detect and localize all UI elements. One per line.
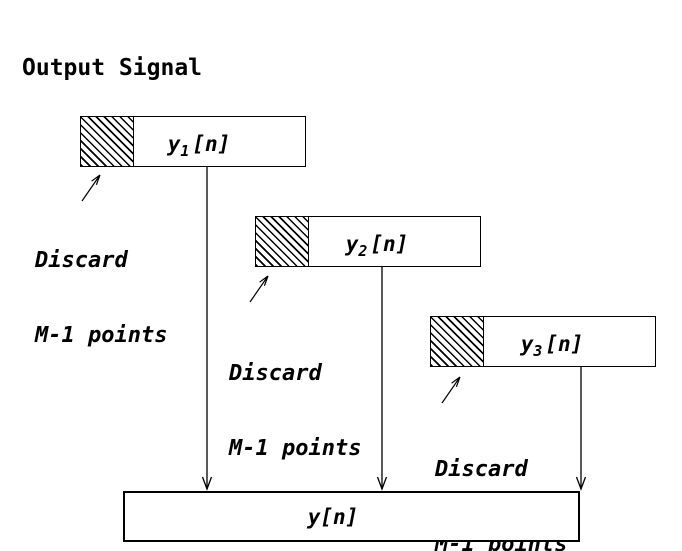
label-text: y — [167, 132, 181, 156]
block-label-y3: y3[n] — [520, 332, 584, 361]
label-text: y[n] — [307, 505, 359, 529]
discard-annotation-1: Discard M-1 points — [35, 198, 167, 398]
discard-note-line1: Discard — [35, 248, 128, 273]
discard-note-line2: M-1 points — [229, 436, 362, 461]
discard-note-line1: Discard — [229, 361, 322, 386]
label-text: y — [345, 232, 359, 256]
signal-block-y2 — [255, 216, 481, 267]
discard-hatch-region-y3 — [431, 317, 484, 366]
down-arrow-y1-head — [201, 476, 213, 491]
block-label-y2: y2[n] — [345, 232, 409, 261]
label-text: [n] — [545, 332, 584, 356]
output-block-label: y[n] — [308, 505, 359, 530]
output-block — [123, 491, 580, 542]
pointer-arrow-icon — [249, 275, 269, 303]
label-subscript: 2 — [358, 242, 368, 261]
signal-block-y3 — [430, 316, 656, 367]
discard-hatch-region-y2 — [256, 217, 309, 266]
signal-block-y1 — [80, 116, 306, 167]
down-arrow-y2-head — [376, 476, 388, 491]
label-text: [n] — [192, 132, 231, 156]
label-text: y — [520, 332, 534, 356]
down-arrow-y3-head — [575, 476, 587, 491]
diagram-title: Output Signal — [22, 55, 203, 81]
label-text: [n] — [370, 232, 409, 256]
block-label-y1: y1[n] — [167, 132, 231, 161]
discard-note-line2: M-1 points — [35, 323, 168, 348]
discard-hatch-region-y1 — [81, 117, 134, 166]
discard-annotation-2: Discard M-1 points — [229, 311, 361, 511]
label-subscript: 1 — [180, 142, 190, 161]
discard-note-line1: Discard — [435, 457, 528, 482]
label-subscript: 3 — [533, 342, 543, 361]
pointer-arrow-icon — [441, 376, 461, 404]
